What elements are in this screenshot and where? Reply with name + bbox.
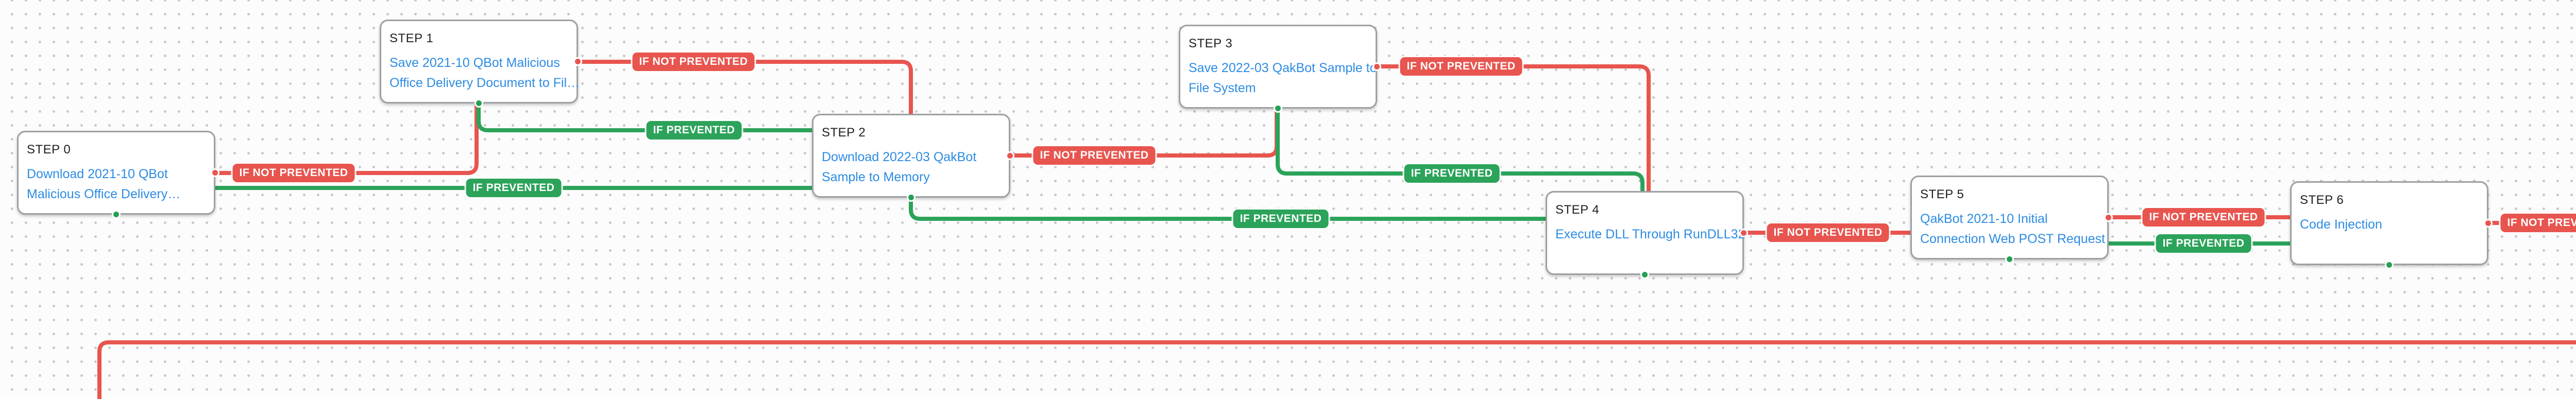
step-action-link[interactable]: Execute DLL Through RunDLL32 [1555,227,1745,241]
edge-if-not-prevented[interactable] [97,340,2576,399]
step-title: STEP 5 [1920,187,1964,201]
if-prevented-port[interactable] [2005,255,2014,264]
step-action-link[interactable]: Malicious Office Delivery… [27,187,181,201]
step-node-5[interactable]: STEP 5 QakBot 2021-10 Initial Connection… [1910,176,2113,264]
edge-condition-badge[interactable]: IF PREVENTED [2156,234,2251,253]
edge-condition-badge[interactable]: IF NOT PREVENTED [1033,146,1156,165]
edge-condition-badge[interactable]: IF NOT PREVENTED [2500,214,2576,232]
step-title: STEP 2 [822,126,866,140]
edge-condition-badge[interactable]: IF PREVENTED [1233,210,1329,228]
edge-if-prevented[interactable] [909,196,1548,221]
step-action-link[interactable]: Office Delivery Document to Fil… [389,76,580,90]
if-prevented-port[interactable] [2384,261,2394,269]
edge-condition-badge[interactable]: IF PREVENTED [466,179,562,197]
step-node-0[interactable]: STEP 0 Download 2021-10 QBot Malicious O… [17,131,219,219]
step-node-1[interactable]: STEP 1 Save 2021-10 QBot Malicious Offic… [380,20,582,108]
if-prevented-port[interactable] [111,210,121,219]
step-action-link[interactable]: File System [1189,81,1256,95]
step-node-2[interactable]: STEP 2 Download 2022-03 QakBot Sample to… [812,114,1014,202]
edge-condition-badge[interactable]: IF PREVENTED [646,121,742,140]
if-prevented-port[interactable] [1640,270,1649,279]
if-not-prevented-port[interactable] [1739,228,1748,237]
step-action-link[interactable]: Download 2021-10 QBot [27,167,168,181]
if-prevented-port[interactable] [906,193,916,202]
edge-condition-badge[interactable]: IF NOT PREVENTED [1400,57,1522,76]
step-node-3[interactable]: STEP 3 Save 2022-03 QakBot Sample to Fil… [1179,25,1381,113]
if-prevented-port[interactable] [1273,104,1282,113]
edge-condition-badge[interactable]: IF NOT PREVENTED [2142,208,2265,227]
if-prevented-port[interactable] [474,99,483,108]
step-node-4[interactable]: STEP 4 Execute DLL Through RunDLL32 [1546,191,1748,279]
if-not-prevented-port[interactable] [2104,213,2113,222]
if-not-prevented-port[interactable] [2484,218,2493,228]
step-action-link[interactable]: Sample to Memory [822,170,930,184]
step-title: STEP 3 [1189,37,1233,50]
if-not-prevented-port[interactable] [1006,151,1014,160]
step-title: STEP 1 [389,31,434,45]
step-node-6[interactable]: STEP 6 Code Injection [2290,181,2493,269]
edge-if-not-prevented[interactable] [1375,64,1651,194]
step-action-link[interactable]: Download 2022-03 QakBot [822,150,977,164]
step-title: STEP 0 [27,143,71,157]
step-title: STEP 6 [2300,193,2344,207]
step-action-link[interactable]: Connection Web POST Request [1920,232,2105,246]
edge-if-not-prevented[interactable] [576,60,913,117]
if-not-prevented-port[interactable] [211,168,219,177]
edge-condition-badge[interactable]: IF NOT PREVENTED [632,53,755,71]
edge-condition-badge[interactable]: IF NOT PREVENTED [232,164,355,182]
step-action-link[interactable]: Save 2022-03 QakBot Sample to [1189,61,1377,75]
step-title: STEP 4 [1555,203,1600,217]
edge-condition-badge[interactable]: IF NOT PREVENTED [1767,223,1889,242]
edge-if-prevented[interactable] [477,101,814,132]
if-not-prevented-port[interactable] [1372,62,1381,71]
step-action-link[interactable]: Save 2021-10 QBot Malicious [389,56,560,70]
step-action-link[interactable]: Code Injection [2300,217,2382,232]
edge-condition-badge[interactable]: IF PREVENTED [1404,164,1500,183]
if-not-prevented-port[interactable] [573,57,582,66]
step-action-link[interactable]: QakBot 2021-10 Initial [1920,212,2048,226]
edge-if-not-prevented[interactable] [213,102,479,175]
